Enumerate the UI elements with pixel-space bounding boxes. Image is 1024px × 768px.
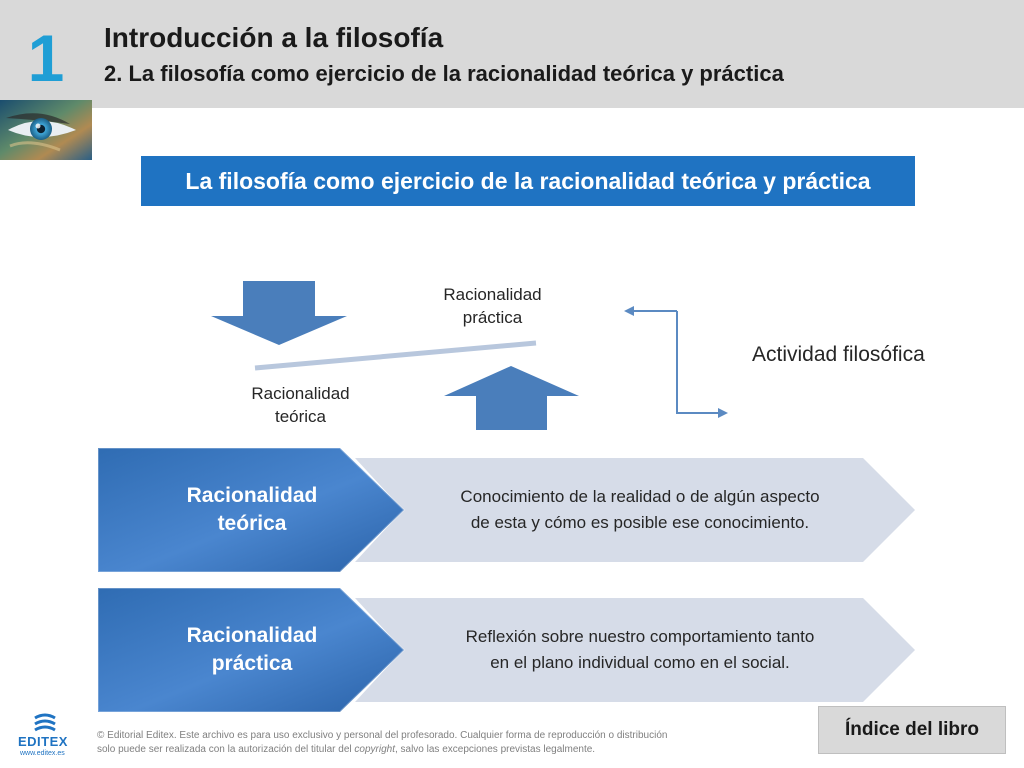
row-1-description: Conocimiento de la realidad o de algún a… xyxy=(460,487,820,532)
row-1-description-chevron xyxy=(355,458,915,562)
balance-beam xyxy=(254,340,537,371)
down-arrow-icon xyxy=(211,281,347,345)
row-2-pentagon xyxy=(97,587,406,713)
editex-logo-text: EDITEX xyxy=(18,734,68,749)
index-button[interactable]: Índice del libro xyxy=(818,706,1006,754)
section-banner: La filosofía como ejercicio de la racion… xyxy=(141,156,915,206)
row-2-description: Reflexión sobre nuestro comportamiento t… xyxy=(465,627,815,672)
label-racionalidad-practica: Racionalidad práctica xyxy=(443,285,542,327)
label-racionalidad-teorica: Racionalidad teórica xyxy=(251,384,350,426)
eye-earth-image xyxy=(0,100,92,160)
page-subtitle: 2. La filosofía como ejercicio de la rac… xyxy=(104,61,784,86)
header-band xyxy=(0,0,1024,108)
bracket-arrow-icon xyxy=(630,310,720,414)
balance-diagram xyxy=(211,281,728,430)
row-1-title: Racionalidad teórica xyxy=(186,484,318,535)
row-1-pentagon xyxy=(97,447,406,573)
chapter-number: 1 xyxy=(27,21,65,95)
up-arrow-icon xyxy=(444,366,579,430)
page-title: Introducción a la filosofía xyxy=(104,22,444,53)
label-actividad-filosofica: Actividad filosófica xyxy=(752,343,925,366)
row-2-title: Racionalidad práctica xyxy=(186,624,318,675)
row-2-description-chevron xyxy=(355,598,915,702)
editex-logo-icon xyxy=(34,713,56,732)
copyright-notice: © Editorial Editex. Este archivo es para… xyxy=(97,730,668,755)
editex-url: www.editex.es xyxy=(20,750,65,757)
